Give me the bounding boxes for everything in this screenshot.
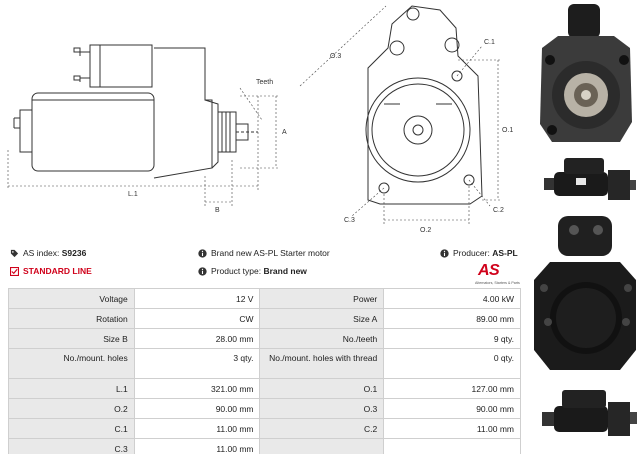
info-icon (440, 248, 449, 258)
size-a-label: A (282, 129, 287, 136)
spec-label: O.3 (259, 398, 385, 419)
producer-row: Producer: AS-PL (440, 248, 518, 258)
spec-label: No./teeth (259, 328, 385, 349)
spec-value: 12 V (133, 288, 261, 309)
spec-value: 321.00 mm (133, 378, 261, 399)
spec-value: 127.00 mm (383, 378, 521, 399)
size-b-label: B (215, 207, 220, 214)
side-view-drawing (13, 44, 258, 179)
spec-label: Voltage (8, 288, 135, 309)
teeth-label: Teeth (256, 79, 273, 86)
as-pl-logo: AS Alternators, Starters & Parts (475, 262, 522, 288)
spec-label: O.2 (8, 398, 135, 419)
table-row: O.2 90.00 mm O.3 90.00 mm (8, 398, 521, 419)
spec-label: C.2 (259, 418, 385, 439)
producer-value: AS-PL (492, 248, 518, 258)
spec-label-empty (259, 438, 385, 454)
table-row: C.1 11.00 mm C.2 11.00 mm (8, 418, 521, 439)
tag-icon (10, 249, 19, 257)
spec-label: C.3 (8, 438, 135, 454)
spec-value: 90.00 mm (383, 398, 521, 419)
spec-value: 11.00 mm (133, 418, 261, 439)
o3-label: O.3 (330, 53, 341, 60)
spec-value: 3 qty. (133, 348, 261, 379)
spec-label: Power (259, 288, 385, 309)
spec-value: 90.00 mm (133, 398, 261, 419)
side-view-dimensions (7, 87, 280, 206)
product-photos (528, 0, 640, 454)
checkbox-icon (10, 266, 19, 276)
info-icon (198, 266, 207, 276)
spec-value: 28.00 mm (133, 328, 261, 349)
spec-label: L.1 (8, 378, 135, 399)
o1-label: O.1 (502, 127, 513, 134)
table-row: Rotation CW Size A 89.00 mm (8, 308, 521, 329)
brand-new-row: Brand new AS-PL Starter motor (198, 248, 330, 258)
c3-label: C.3 (344, 217, 355, 224)
spec-value: 4.00 kW (383, 288, 521, 309)
producer-label: Producer: (453, 248, 490, 258)
spec-label: O.1 (259, 378, 385, 399)
product-type-row: Product type: Brand new (198, 266, 307, 276)
c2-label: C.2 (493, 207, 504, 214)
spec-table: Voltage 12 V Power 4.00 kW Rotation CW S… (8, 288, 521, 454)
o2-label: O.2 (420, 227, 431, 234)
front-view-drawing (365, 5, 483, 205)
product-type-label: Product type: (211, 266, 262, 276)
spec-label: Rotation (8, 308, 135, 329)
spec-value-empty (383, 438, 521, 454)
c1-label: C.1 (484, 39, 495, 46)
product-photo-rear (528, 210, 640, 376)
logo-subtitle: Alternators, Starters & Parts (475, 281, 520, 285)
standard-line-label: STANDARD LINE (23, 266, 92, 276)
info-icon (198, 248, 207, 258)
brand-new-text: Brand new AS-PL Starter motor (211, 248, 330, 258)
as-index-value: S9236 (61, 248, 87, 258)
spec-value: 9 qty. (383, 328, 521, 349)
spec-label: Size B (8, 328, 135, 349)
as-index-label: AS index: (23, 248, 60, 258)
spec-label: No./mount. holes with thread (259, 348, 385, 379)
table-row: Voltage 12 V Power 4.00 kW (8, 288, 521, 309)
logo-text: AS (478, 262, 500, 279)
spec-value: 11.00 mm (133, 438, 261, 454)
spec-label: C.1 (8, 418, 135, 439)
spec-label: Size A (259, 308, 385, 329)
product-photo-front (528, 0, 640, 150)
spec-label: No./mount. holes (8, 348, 135, 379)
as-index-row: AS index: S9236 (10, 248, 86, 258)
length-l1-label: L.1 (128, 191, 138, 198)
standard-line-row: STANDARD LINE (10, 266, 92, 276)
technical-drawings: Teeth A B L.1 O.3 O.1 O.2 C.1 C.2 C.3 (7, 5, 513, 234)
front-view-dimensions (299, 5, 502, 224)
table-row: L.1 321.00 mm O.1 127.00 mm (8, 378, 521, 399)
product-type-value: Brand new (263, 266, 307, 276)
spec-value: CW (133, 308, 261, 329)
product-photo-side (528, 152, 640, 208)
table-row: No./mount. holes 3 qty. No./mount. holes… (8, 348, 521, 379)
table-row: Size B 28.00 mm No./teeth 9 qty. (8, 328, 521, 349)
spec-value: 11.00 mm (383, 418, 521, 439)
table-row: C.3 11.00 mm (8, 438, 521, 454)
spec-value: 89.00 mm (383, 308, 521, 329)
product-photo-side-2 (528, 380, 640, 454)
spec-value: 0 qty. (383, 348, 521, 379)
